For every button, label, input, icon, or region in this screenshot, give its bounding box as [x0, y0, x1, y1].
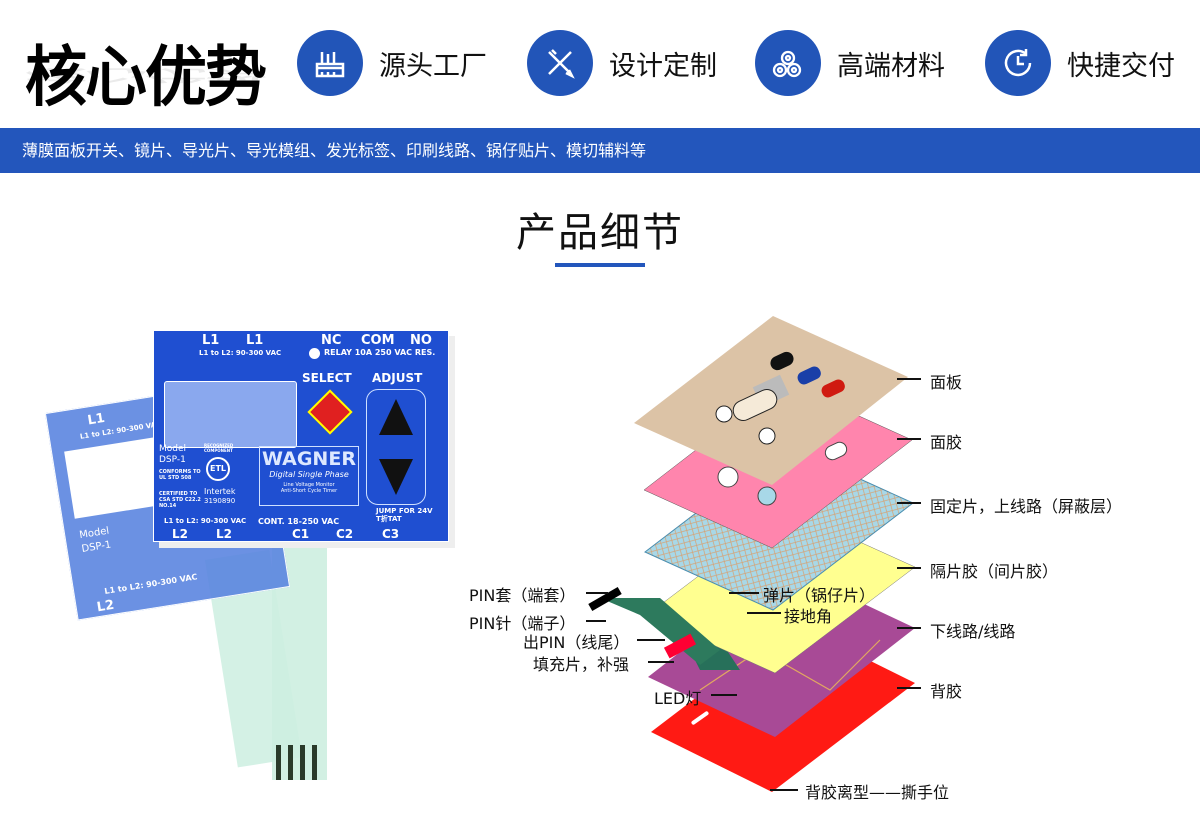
flex-tail: [600, 598, 720, 665]
label-c1: C1: [292, 527, 310, 541]
callout-upper-circuit: 固定片，上线路（屏蔽层）: [930, 497, 1123, 516]
label-model-no: DSP-1: [159, 455, 186, 465]
leader-line: [897, 378, 921, 380]
callout-spacer: 隔片胶（间片胶）: [930, 562, 1059, 581]
label-l2: L2: [172, 527, 188, 541]
callout-panel-adhesive: 面胶: [930, 433, 963, 452]
pin-housing: [588, 587, 622, 611]
clock-icon: [985, 30, 1051, 96]
label-l1: L1: [202, 333, 220, 348]
label-l2: L2: [216, 527, 232, 541]
hero-title: 核心优势: [25, 38, 267, 116]
label-intertek-no: 3190890: [204, 497, 236, 505]
feature-design: 设计定制: [527, 30, 717, 96]
blue-key: [797, 366, 821, 385]
feature-material: 高端材料: [755, 30, 945, 96]
display-window: [164, 381, 297, 448]
callout-lower-circuit: 下线路/线路: [930, 622, 1016, 641]
product-range-band: 薄膜面板开关、镜片、导光片、导光模组、发光标签、印刷线路、锅仔贴片、模切辅料等: [0, 128, 1200, 173]
label-com: COM: [361, 333, 395, 348]
brand-logo: WAGNER: [262, 448, 356, 470]
label-certified: CERTIFIED TO CSA STD C22.2 NO.14: [159, 491, 201, 509]
label-range-bottom: L1 to L2: 90-300 VAC: [164, 517, 247, 525]
label-intertek: Intertek: [204, 487, 236, 496]
leader-line: [648, 661, 674, 663]
callout-back-adhesive: 背胶: [930, 682, 963, 701]
factory-icon: [297, 30, 363, 96]
leader-line: [747, 612, 781, 614]
callout-stiffener: 填充片，补强: [533, 655, 630, 674]
callout-dome: 弹片（锅仔片）: [763, 586, 876, 605]
leader-line: [729, 592, 759, 594]
brand-desc: Anti-Short Cycle Timer: [280, 488, 338, 494]
leader-line: [897, 567, 921, 569]
led-hole: [309, 348, 320, 359]
leader-line: [897, 687, 921, 689]
label-nc: NC: [321, 333, 342, 348]
arrow-keys: [732, 389, 778, 421]
label-c2: C2: [336, 527, 354, 541]
red-key: [821, 379, 845, 398]
brand-desc: Line Voltage Monitor: [283, 482, 335, 488]
brand-box: WAGNER Digital Single Phase Line Voltage…: [259, 446, 359, 506]
callout-pin: PIN针（端子）: [469, 614, 576, 633]
label-c3: C3: [382, 527, 400, 541]
section-underline: [555, 263, 645, 267]
callout-pin-housing: PIN套（端套）: [469, 586, 576, 605]
up-arrow-button[interactable]: [379, 399, 413, 435]
label-range: L1 to L2: 90-300 VAC: [199, 349, 282, 357]
label-recognized: RECOGNIZED COMPONENT: [204, 443, 234, 453]
feature-label: 高端材料: [837, 50, 945, 82]
callout-release-tab: 背胶离型——撕手位: [805, 783, 950, 802]
feature-delivery: 快捷交付: [985, 30, 1175, 96]
down-arrow-button[interactable]: [379, 459, 413, 495]
pull-tab-slot: [691, 711, 709, 725]
callout-tail: 出PIN（线尾）: [523, 633, 630, 652]
label-cont: CONT. 18-250 VAC: [258, 517, 340, 526]
label-no: NO: [410, 333, 432, 348]
design-tools-icon: [527, 30, 593, 96]
section-title: 产品细节: [516, 210, 684, 256]
label-model: Model: [159, 444, 187, 454]
etl-logo: ETL: [206, 457, 230, 481]
feature-label: 快捷交付: [1067, 50, 1175, 82]
callout-ground: 接地角: [784, 607, 833, 626]
label-select: SELECT: [302, 371, 352, 385]
leader-line: [586, 620, 606, 622]
stiffener: [663, 633, 697, 659]
label-conforms: CONFORMS TO UL STD 508: [159, 469, 201, 481]
leader-line: [897, 627, 921, 629]
leader-line: [586, 592, 608, 594]
brand-subtitle: Digital Single Phase: [269, 470, 349, 479]
leader-line: [897, 438, 921, 440]
feature-factory: 源头工厂: [297, 30, 487, 96]
feature-label: 源头工厂: [379, 50, 487, 82]
callout-panel: 面板: [930, 373, 963, 392]
label-relay: RELAY 10A 250 VAC RES.: [324, 348, 436, 357]
label-l1: L1: [246, 333, 264, 348]
feature-label: 设计定制: [609, 50, 717, 82]
adjust-group: [366, 389, 426, 505]
leader-line: [637, 639, 665, 641]
label-adjust: ADJUST: [372, 371, 423, 385]
black-key: [770, 351, 794, 371]
material-rolls-icon: [755, 30, 821, 96]
label-jump: JUMP FOR 24V T折TAT: [376, 507, 433, 523]
front-panel: L1 L1 L1 to L2: 90-300 VAC NC COM NO REL…: [153, 330, 449, 542]
leader-line: [770, 789, 798, 791]
leader-line: [711, 694, 737, 696]
callout-led: LED灯: [654, 689, 702, 708]
leader-line: [897, 502, 921, 504]
